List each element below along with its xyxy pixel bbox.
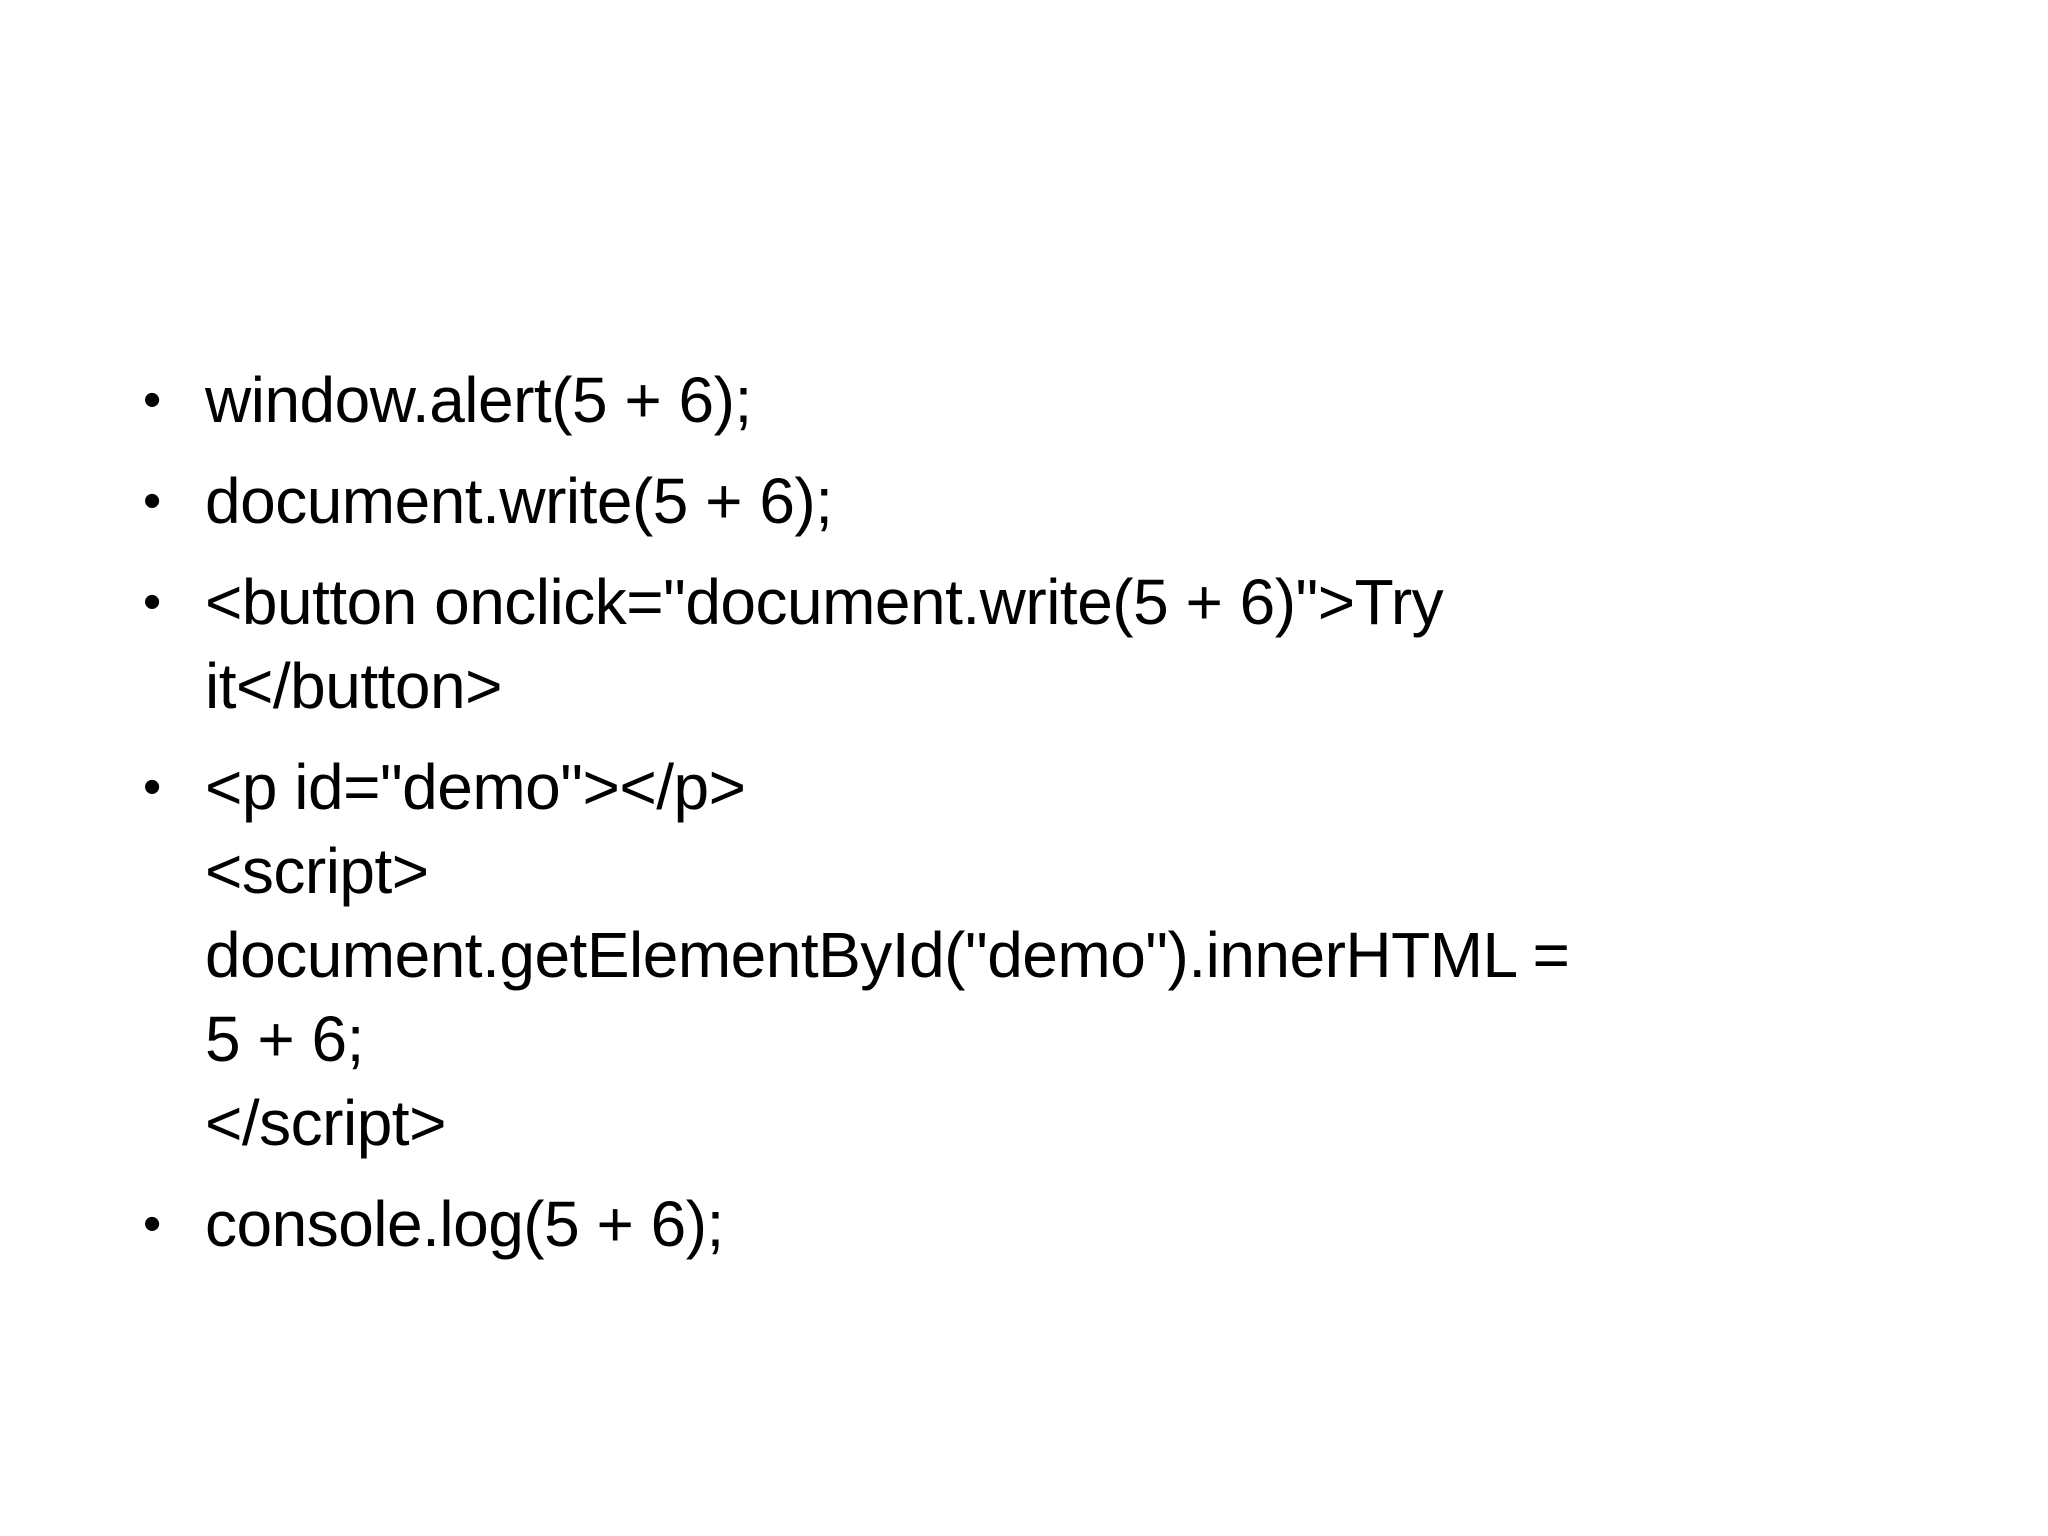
bullet-item: • <button onclick="document.write(5 + 6)… <box>143 560 1863 728</box>
bullet-icon: • <box>143 472 162 530</box>
bullet-icon: • <box>143 1195 162 1253</box>
bullet-text: <button onclick="document.write(5 + 6)">… <box>205 560 1863 728</box>
code-line: document.write(5 + 6); <box>205 465 833 537</box>
bullet-text: document.write(5 + 6); <box>205 459 1863 543</box>
bullet-item: • document.write(5 + 6); <box>143 459 1863 543</box>
code-line: it</button> <box>205 650 502 722</box>
bullet-item: • <p id="demo"></p> <script> document.ge… <box>143 745 1863 1165</box>
bullet-icon: • <box>143 758 162 816</box>
code-line: <button onclick="document.write(5 + 6)">… <box>205 566 1444 638</box>
code-line: 5 + 6; <box>205 1003 364 1075</box>
code-line: <script> <box>205 835 429 907</box>
code-line: console.log(5 + 6); <box>205 1188 724 1260</box>
bullet-list: • window.alert(5 + 6); • document.write(… <box>143 358 1863 1283</box>
bullet-text: console.log(5 + 6); <box>205 1182 1863 1266</box>
bullet-item: • window.alert(5 + 6); <box>143 358 1863 442</box>
bullet-text: <p id="demo"></p> <script> document.getE… <box>205 745 1863 1165</box>
code-line: <p id="demo"></p> <box>205 751 746 823</box>
bullet-text: window.alert(5 + 6); <box>205 358 1863 442</box>
bullet-item: • console.log(5 + 6); <box>143 1182 1863 1266</box>
bullet-icon: • <box>143 573 162 631</box>
bullet-icon: • <box>143 371 162 429</box>
code-line: </script> <box>205 1087 446 1159</box>
code-line: document.getElementById("demo").innerHTM… <box>205 919 1570 991</box>
code-line: window.alert(5 + 6); <box>205 364 752 436</box>
